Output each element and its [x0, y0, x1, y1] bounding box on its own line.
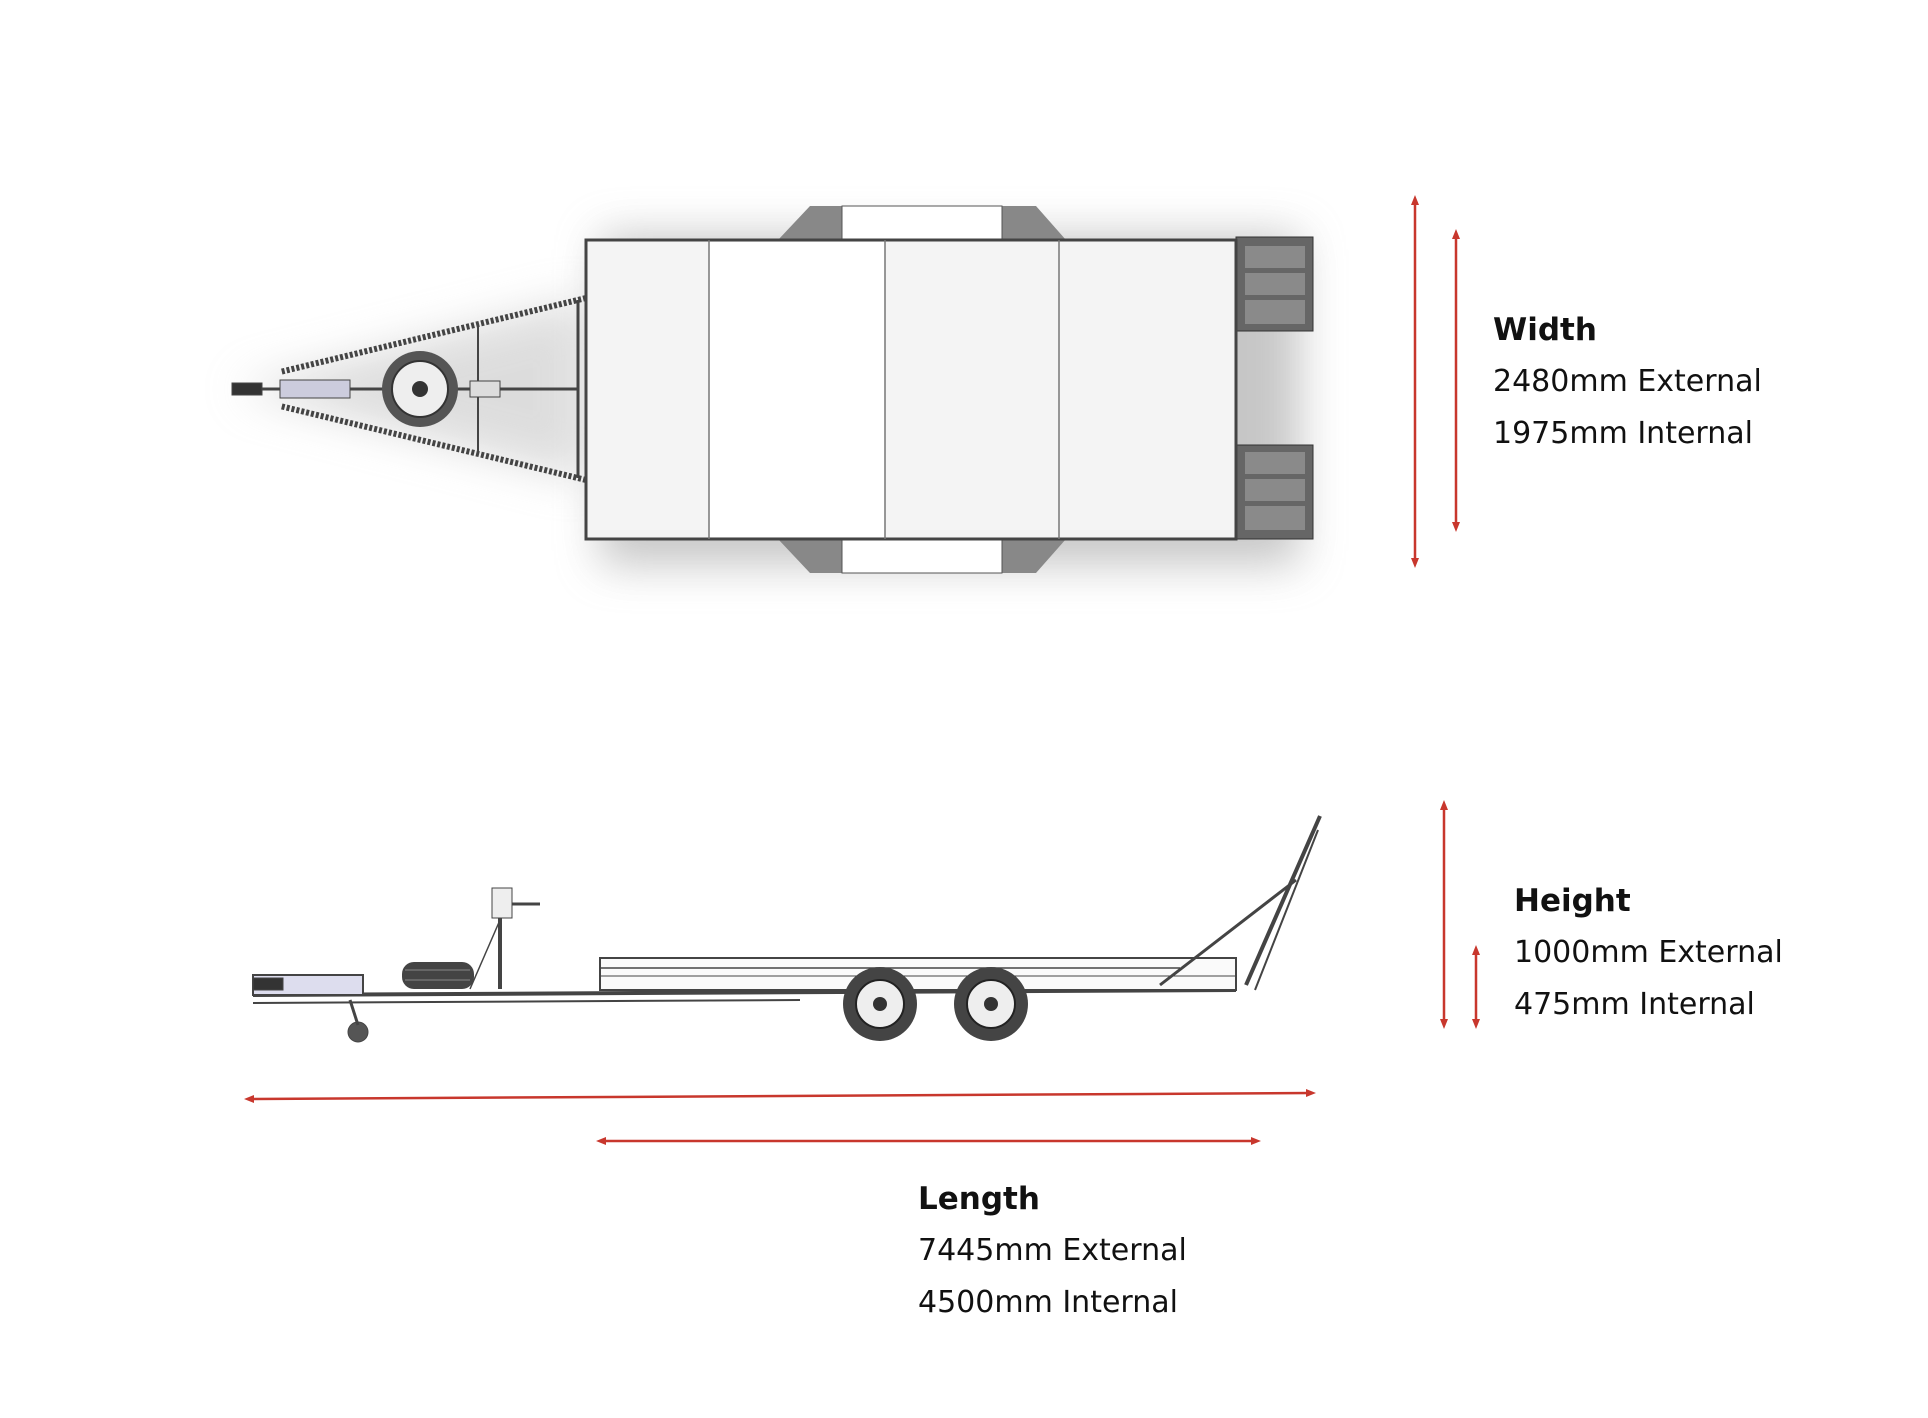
wheel-rear [954, 967, 1028, 1041]
length-title: Length [918, 1181, 1040, 1217]
width-internal: 1975mm Internal [1493, 416, 1753, 451]
height-title: Height [1514, 883, 1631, 919]
spare-wheel-side [402, 962, 474, 989]
height-dimensions: Height 1000mm External 475mm Internal [1514, 875, 1783, 1031]
rear-ramp-bottom [1235, 444, 1314, 540]
rear-ramp-top [1235, 236, 1314, 332]
fender-bottom [778, 538, 1066, 574]
height-external: 1000mm External [1514, 935, 1783, 970]
width-title: Width [1493, 312, 1597, 348]
length-external: 7445mm External [918, 1233, 1187, 1268]
wheel-front [843, 967, 917, 1041]
spare-wheel-top [382, 351, 458, 427]
width-external: 2480mm External [1493, 364, 1762, 399]
height-internal: 475mm Internal [1514, 987, 1755, 1022]
fender-top [778, 205, 1066, 241]
trailer-top-view [231, 205, 1314, 574]
deck [584, 238, 1238, 541]
length-internal: 4500mm Internal [918, 1285, 1178, 1320]
width-dimensions: Width 2480mm External 1975mm Internal [1493, 304, 1762, 460]
trailer-side-view [252, 815, 1322, 1043]
length-external-arrow [244, 1089, 1316, 1103]
length-dimensions: Length 7445mm External 4500mm Internal [918, 1173, 1187, 1329]
